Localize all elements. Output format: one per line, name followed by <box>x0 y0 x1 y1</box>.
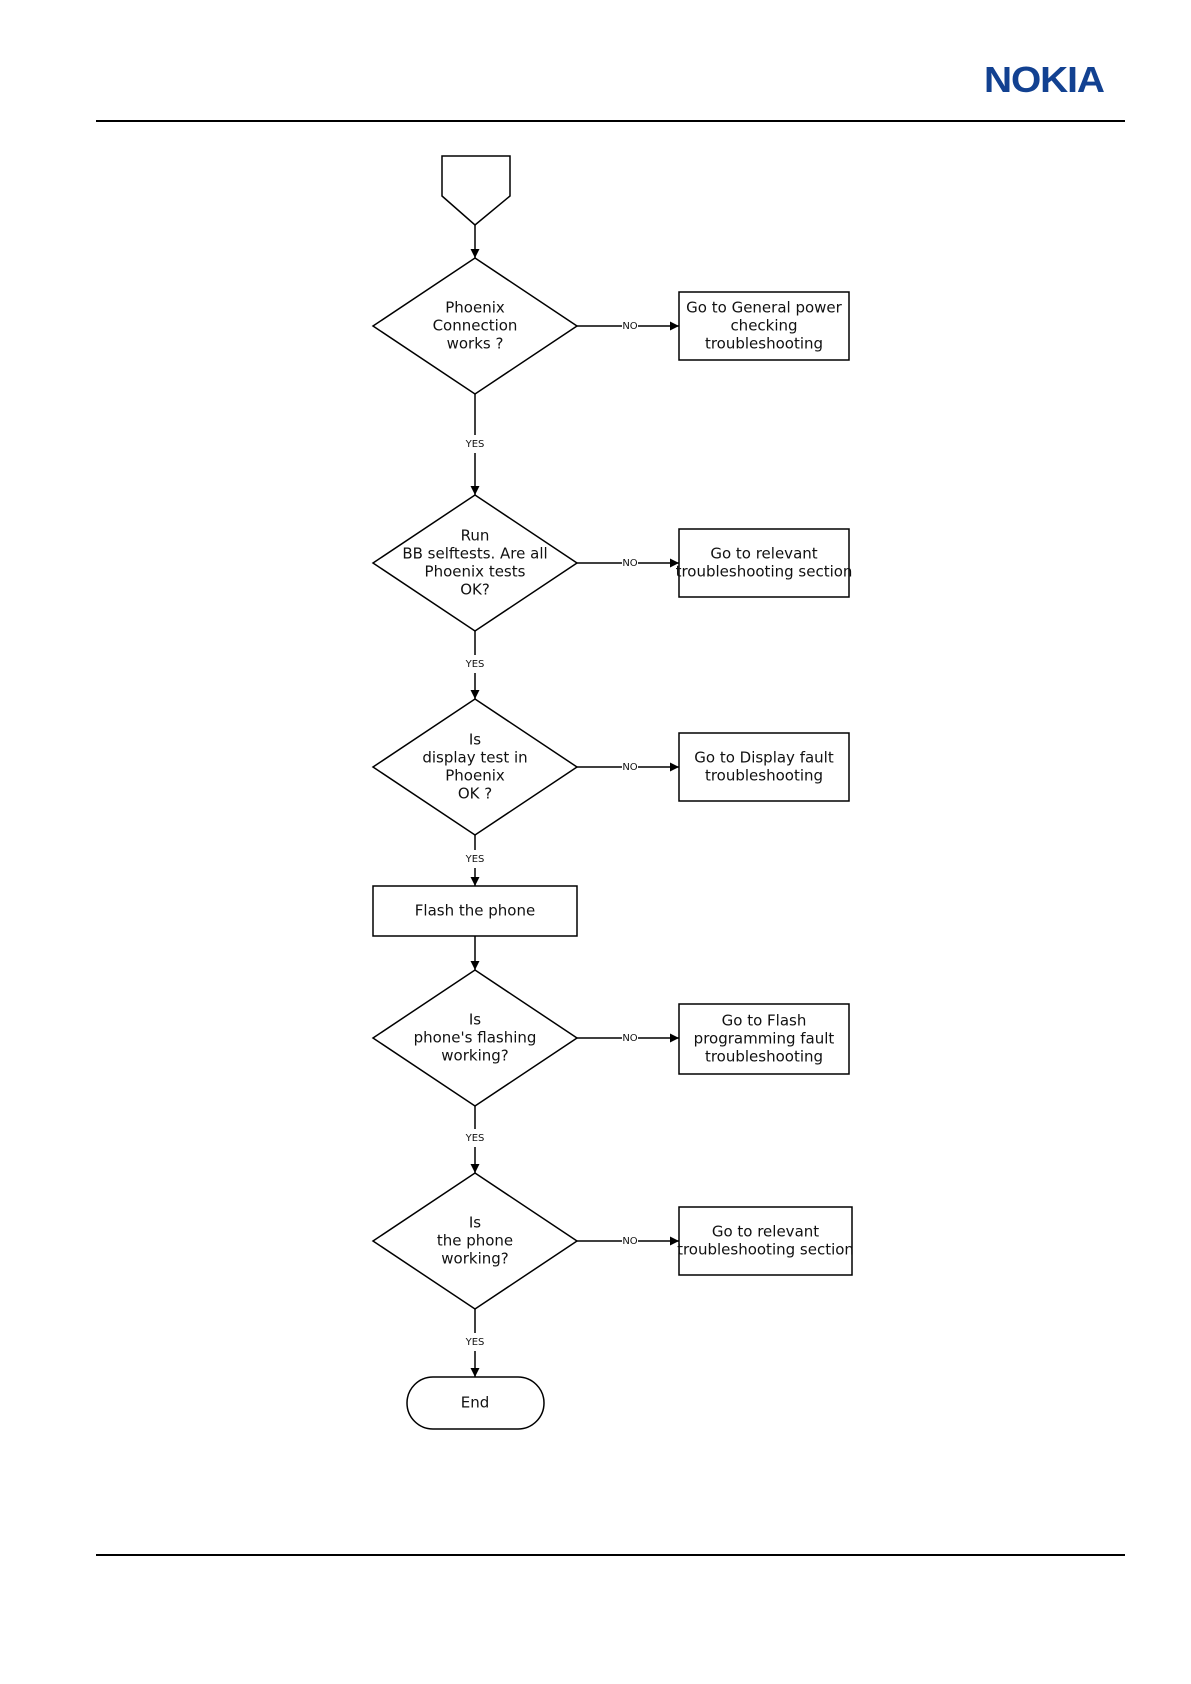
process-text: Flash the phone <box>415 902 535 920</box>
no-label: NO <box>622 1236 637 1247</box>
outcome-box <box>678 1206 853 1276</box>
decision-text: working? <box>441 1047 508 1065</box>
decision-text: Is <box>469 1214 481 1232</box>
decision-text: display test in <box>422 749 527 767</box>
yes-label: YES <box>465 1337 485 1348</box>
decision-text: BB selftests. Are all <box>402 545 547 563</box>
outcome-text: troubleshooting <box>705 767 823 785</box>
outcome-text: troubleshooting section <box>677 1241 854 1259</box>
outcome-box <box>678 732 850 802</box>
decision-text: Run <box>461 527 490 545</box>
outcome-text: checking <box>730 317 797 335</box>
end-text: End <box>461 1394 490 1412</box>
decision-text: OK? <box>460 581 490 599</box>
decision-text: OK ? <box>458 785 492 803</box>
outcome-text: Go to Flash <box>722 1012 807 1030</box>
outcome-text: troubleshooting <box>705 1048 823 1066</box>
decision-text: Is <box>469 731 481 749</box>
yes-label: YES <box>465 1133 485 1144</box>
decision-text: Phoenix <box>445 767 505 785</box>
decision-text: Phoenix tests <box>425 563 526 581</box>
yes-label: YES <box>465 854 485 865</box>
end-terminal <box>406 1376 545 1430</box>
outcome-box <box>678 1003 850 1075</box>
start-connector <box>441 155 511 226</box>
outcome-text: programming fault <box>694 1030 835 1048</box>
nokia-logo: NOKIA <box>984 60 1135 100</box>
outcome-text: troubleshooting section <box>676 563 853 581</box>
decision-text: the phone <box>437 1232 513 1250</box>
outcome-text: Go to General power <box>686 299 842 317</box>
outcome-text: Go to Display fault <box>694 749 834 767</box>
decision-text: works ? <box>447 335 504 353</box>
outcome-text: troubleshooting <box>705 335 823 353</box>
header-rule <box>96 120 1125 122</box>
decision-text: working? <box>441 1250 508 1268</box>
no-label: NO <box>622 762 637 773</box>
footer-rule <box>96 1554 1125 1556</box>
outcome-box <box>678 291 850 361</box>
decision-text: Is <box>469 1011 481 1029</box>
outcome-text: Go to relevant <box>712 1223 819 1241</box>
yes-label: YES <box>465 439 485 450</box>
outcome-text: Go to relevant <box>710 545 817 563</box>
no-label: NO <box>622 558 637 569</box>
brand-wordmark: NOKIA <box>984 59 1105 100</box>
decision-text: Phoenix <box>445 299 505 317</box>
process-box <box>372 885 578 937</box>
outcome-box <box>678 528 850 598</box>
no-label: NO <box>622 321 637 332</box>
yes-label: YES <box>465 659 485 670</box>
decision-text: phone's flashing <box>414 1029 537 1047</box>
decision-text: Connection <box>433 317 518 335</box>
no-label: NO <box>622 1033 637 1044</box>
